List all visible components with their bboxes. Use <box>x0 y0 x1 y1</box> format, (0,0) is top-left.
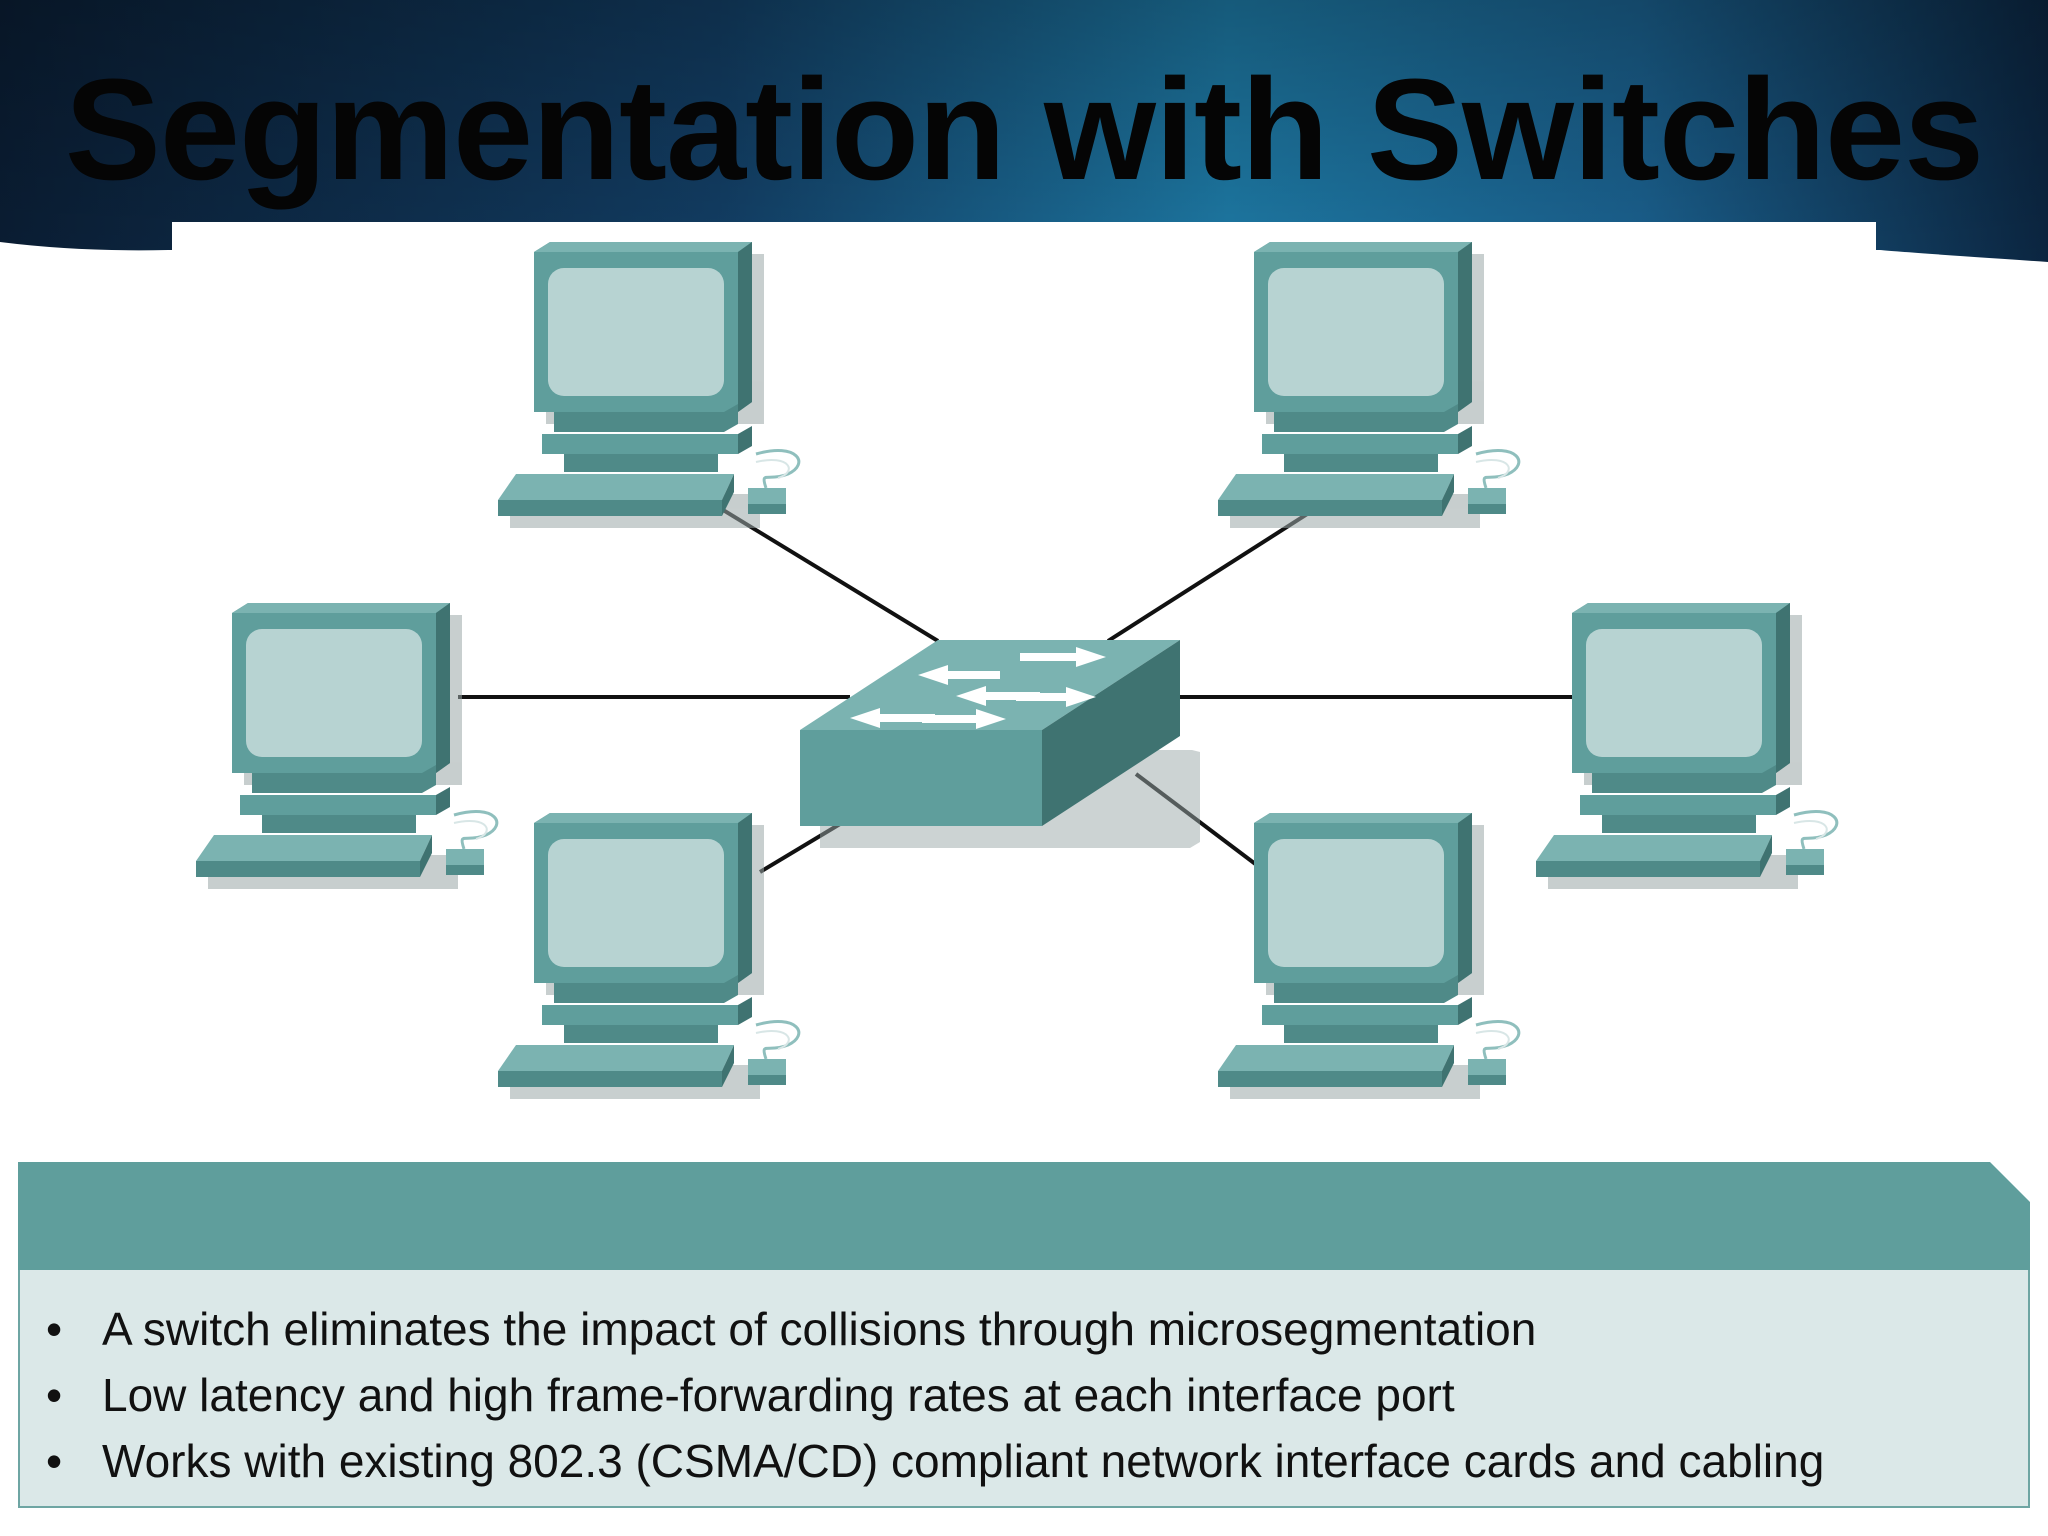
bullet-marker: • <box>46 1435 63 1487</box>
info-box-header <box>18 1162 2030 1270</box>
list-item: • Low latency and high frame-forwarding r… <box>46 1362 1824 1428</box>
switch-icon <box>800 640 1200 848</box>
info-box-body: • A switch eliminates the impact of colli… <box>18 1270 2030 1508</box>
network-diagram-canvas <box>194 240 1839 1101</box>
bullet-text: Works with existing 802.3 (CSMA/CD) comp… <box>102 1435 1825 1487</box>
slide-title: Segmentation with Switches <box>64 49 1984 210</box>
bullet-list: • A switch eliminates the impact of colli… <box>46 1296 1824 1494</box>
list-item: • A switch eliminates the impact of colli… <box>46 1296 1824 1362</box>
network-diagram <box>194 240 1839 1101</box>
list-item: • Works with existing 802.3 (CSMA/CD) com… <box>46 1428 1824 1494</box>
header-banner: Segmentation with Switches <box>0 0 2048 300</box>
info-box-corner <box>1990 1162 2030 1202</box>
bullet-marker: • <box>46 1303 63 1355</box>
info-box: • A switch eliminates the impact of colli… <box>18 1162 2030 1508</box>
bullet-marker: • <box>46 1369 63 1421</box>
bullet-text: Low latency and high frame-forwarding ra… <box>102 1369 1455 1421</box>
bullet-text: A switch eliminates the impact of collis… <box>102 1303 1537 1355</box>
header-background <box>0 0 2048 262</box>
